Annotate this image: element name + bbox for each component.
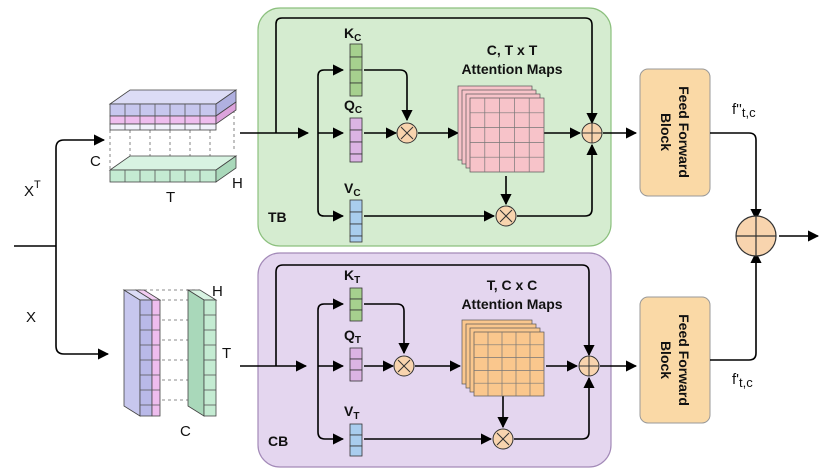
channel-cube-c-label: C	[180, 423, 191, 440]
circle-plus-icon	[578, 355, 600, 377]
tb-tag: TB	[268, 209, 287, 225]
tb-block-panel	[257, 7, 612, 247]
ffn-bottom-line1: Feed Forward	[676, 314, 692, 406]
feed-forward-block-top	[639, 68, 711, 197]
circle-plus-icon	[581, 122, 603, 144]
value-vector-tb	[349, 199, 363, 243]
circle-times-icon	[492, 428, 514, 450]
key-vector-cb	[349, 287, 363, 322]
key-label-cb: KT	[344, 267, 360, 286]
temporal-cube-c-label: C	[90, 153, 101, 170]
value-label-cb: VT	[344, 403, 359, 422]
output-top-label: f''t,c	[732, 101, 756, 120]
channel-cube-h-label: H	[212, 283, 223, 300]
channel-input-cube	[122, 289, 218, 417]
value-label-tb: VC	[344, 180, 361, 199]
circle-times-icon	[393, 355, 415, 377]
ffn-bottom-line2: Block	[658, 341, 674, 379]
tb-flow-arrows	[240, 17, 638, 222]
circle-times-icon	[495, 205, 517, 227]
query-label-cb: QT	[344, 327, 361, 346]
query-vector-tb	[349, 117, 363, 163]
key-label-tb: KC	[344, 25, 361, 44]
cb-block-panel	[257, 252, 612, 468]
output-bottom-label: f't,c	[732, 371, 753, 390]
cb-flow-arrows	[240, 264, 638, 445]
channel-cube-t-label: T	[222, 345, 231, 362]
xt-label: XT	[24, 179, 41, 200]
temporal-input-cube	[108, 89, 238, 183]
query-label-tb: QC	[344, 97, 362, 116]
input-arrows	[14, 134, 110, 360]
feed-forward-block-bottom	[639, 296, 711, 424]
query-vector-cb	[349, 347, 363, 382]
value-vector-cb	[349, 423, 363, 457]
key-vector-tb	[349, 43, 363, 97]
cb-attention-maps	[461, 319, 545, 397]
tb-maps-title-line1: C, T x T	[487, 42, 538, 58]
cb-tag: CB	[268, 433, 288, 449]
output-arrows	[710, 132, 820, 361]
tb-maps-title-line2: Attention Maps	[461, 61, 562, 77]
cb-maps-title-line2: Attention Maps	[461, 296, 562, 312]
circle-times-icon	[396, 122, 418, 144]
ffn-top-line2: Block	[658, 113, 674, 151]
circle-plus-icon	[735, 215, 777, 257]
cb-maps-title-line1: T, C x C	[487, 277, 538, 293]
x-label: X	[26, 309, 36, 326]
temporal-cube-t-label: T	[166, 189, 175, 206]
ffn-top-line1: Feed Forward	[676, 86, 692, 178]
temporal-cube-h-label: H	[232, 175, 243, 192]
tb-attention-maps	[457, 85, 545, 173]
